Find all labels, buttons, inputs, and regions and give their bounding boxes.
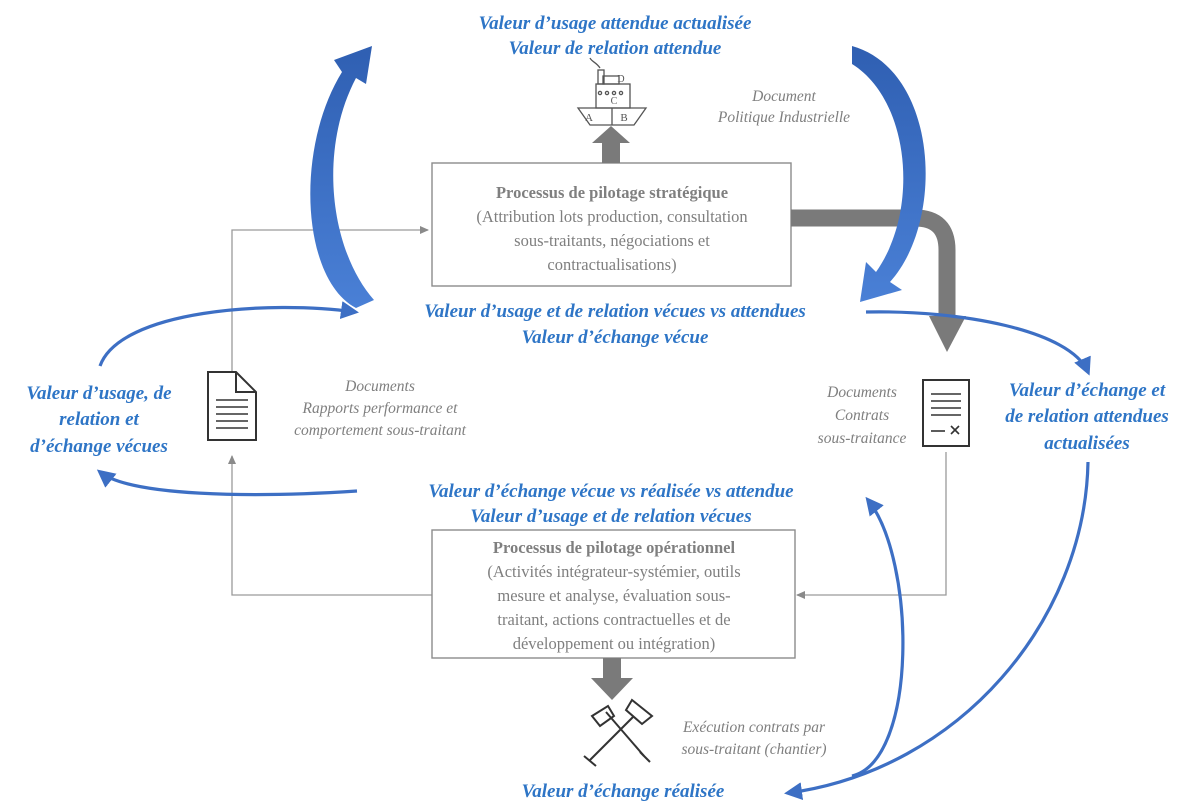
strategic-to-contracts-arrowhead: [929, 316, 966, 352]
execution-note-line: sous-traitant (chantier): [681, 741, 826, 758]
strategic-box-line: sous-traitants, négociations et: [514, 231, 710, 250]
ship-label-d: D: [617, 74, 624, 85]
contracts-line-right: [796, 452, 947, 599]
strategic-to-policy-arrow: [592, 126, 630, 163]
thick-grey-arrows: [591, 126, 633, 700]
bottom-to-lower-center-arrow: [851, 496, 905, 778]
reports-doc-line: comportement sous-traitant: [294, 422, 466, 439]
right-value-line: Valeur d’échange et: [1009, 380, 1166, 401]
thin-connectors: [228, 226, 947, 599]
report-document-icon: [207, 371, 257, 441]
policy-doc-line: Document: [751, 88, 816, 105]
contracts-doc-line: sous-traitance: [818, 430, 907, 447]
upper-right-value-arrow: [852, 46, 926, 302]
center-lower-value-line: Valeur d’échange vécue vs réalisée vs at…: [428, 481, 794, 502]
right-to-bottom-arrow: [784, 461, 1090, 801]
center-upper-value-line: Valeur d’échange vécue: [522, 327, 709, 348]
center-lower-value-line: Valeur d’usage et de relation vécues: [470, 506, 751, 527]
feedback-line-left: [228, 455, 432, 596]
left-to-center-arrow: [98, 301, 359, 367]
policy-doc-line: Politique Industrielle: [717, 109, 850, 126]
operational-process-box: [431, 529, 796, 659]
ship-label-c: C: [611, 96, 618, 107]
reports-doc-line: Documents: [344, 378, 415, 395]
top-value-line: Valeur d’usage attendue actualisée: [479, 13, 752, 34]
left-value-line: d’échange vécues: [30, 436, 168, 457]
contracts-doc-line: Documents: [826, 384, 897, 401]
right-value-line: actualisées: [1044, 433, 1130, 454]
strategic-box-line: (Attribution lots production, consultati…: [476, 207, 747, 226]
center-upper-value-line: Valeur d’usage et de relation vécues vs …: [424, 301, 806, 322]
execution-note-line: Exécution contrats par: [682, 719, 826, 736]
feedback-line-left-upper: [231, 226, 429, 372]
reports-doc-line: Rapports performance et: [302, 400, 459, 417]
hammers-icon: [583, 698, 654, 767]
operational-box-line: (Activités intégrateur-systémier, outils: [487, 562, 740, 581]
ship-icon: [576, 57, 648, 126]
top-value-line: Valeur de relation attendue: [509, 38, 722, 59]
contract-document-icon: [922, 379, 970, 447]
strategic-process-box: [431, 162, 792, 287]
bottom-value-label: Valeur d’échange réalisée: [522, 781, 725, 802]
left-value-line: relation et: [59, 409, 139, 430]
right-value-line: de relation attendues: [1005, 406, 1169, 427]
upper-left-value-arrow: [310, 46, 374, 308]
ship-label-b: B: [620, 112, 627, 124]
operational-box-line: développement ou intégration): [513, 634, 716, 653]
contracts-doc-line: Contrats: [835, 407, 889, 424]
operational-to-execution-arrow: [591, 658, 633, 700]
left-value-line: Valeur d’usage, de: [26, 383, 172, 404]
ship-label-a: A: [585, 112, 593, 124]
strategic-box-title: Processus de pilotage stratégique: [496, 183, 728, 202]
operational-box-title: Processus de pilotage opérationnel: [493, 538, 736, 557]
lower-center-to-left-arrow: [96, 469, 358, 497]
operational-box-line: mesure et analyse, évaluation sous-: [497, 586, 730, 605]
blue-flow-arrows: [96, 301, 1091, 801]
operational-box-line: traitant, actions contractuelles et de: [497, 610, 730, 629]
strategic-box-line: contractualisations): [547, 255, 676, 274]
center-to-right-arrow: [865, 310, 1091, 376]
